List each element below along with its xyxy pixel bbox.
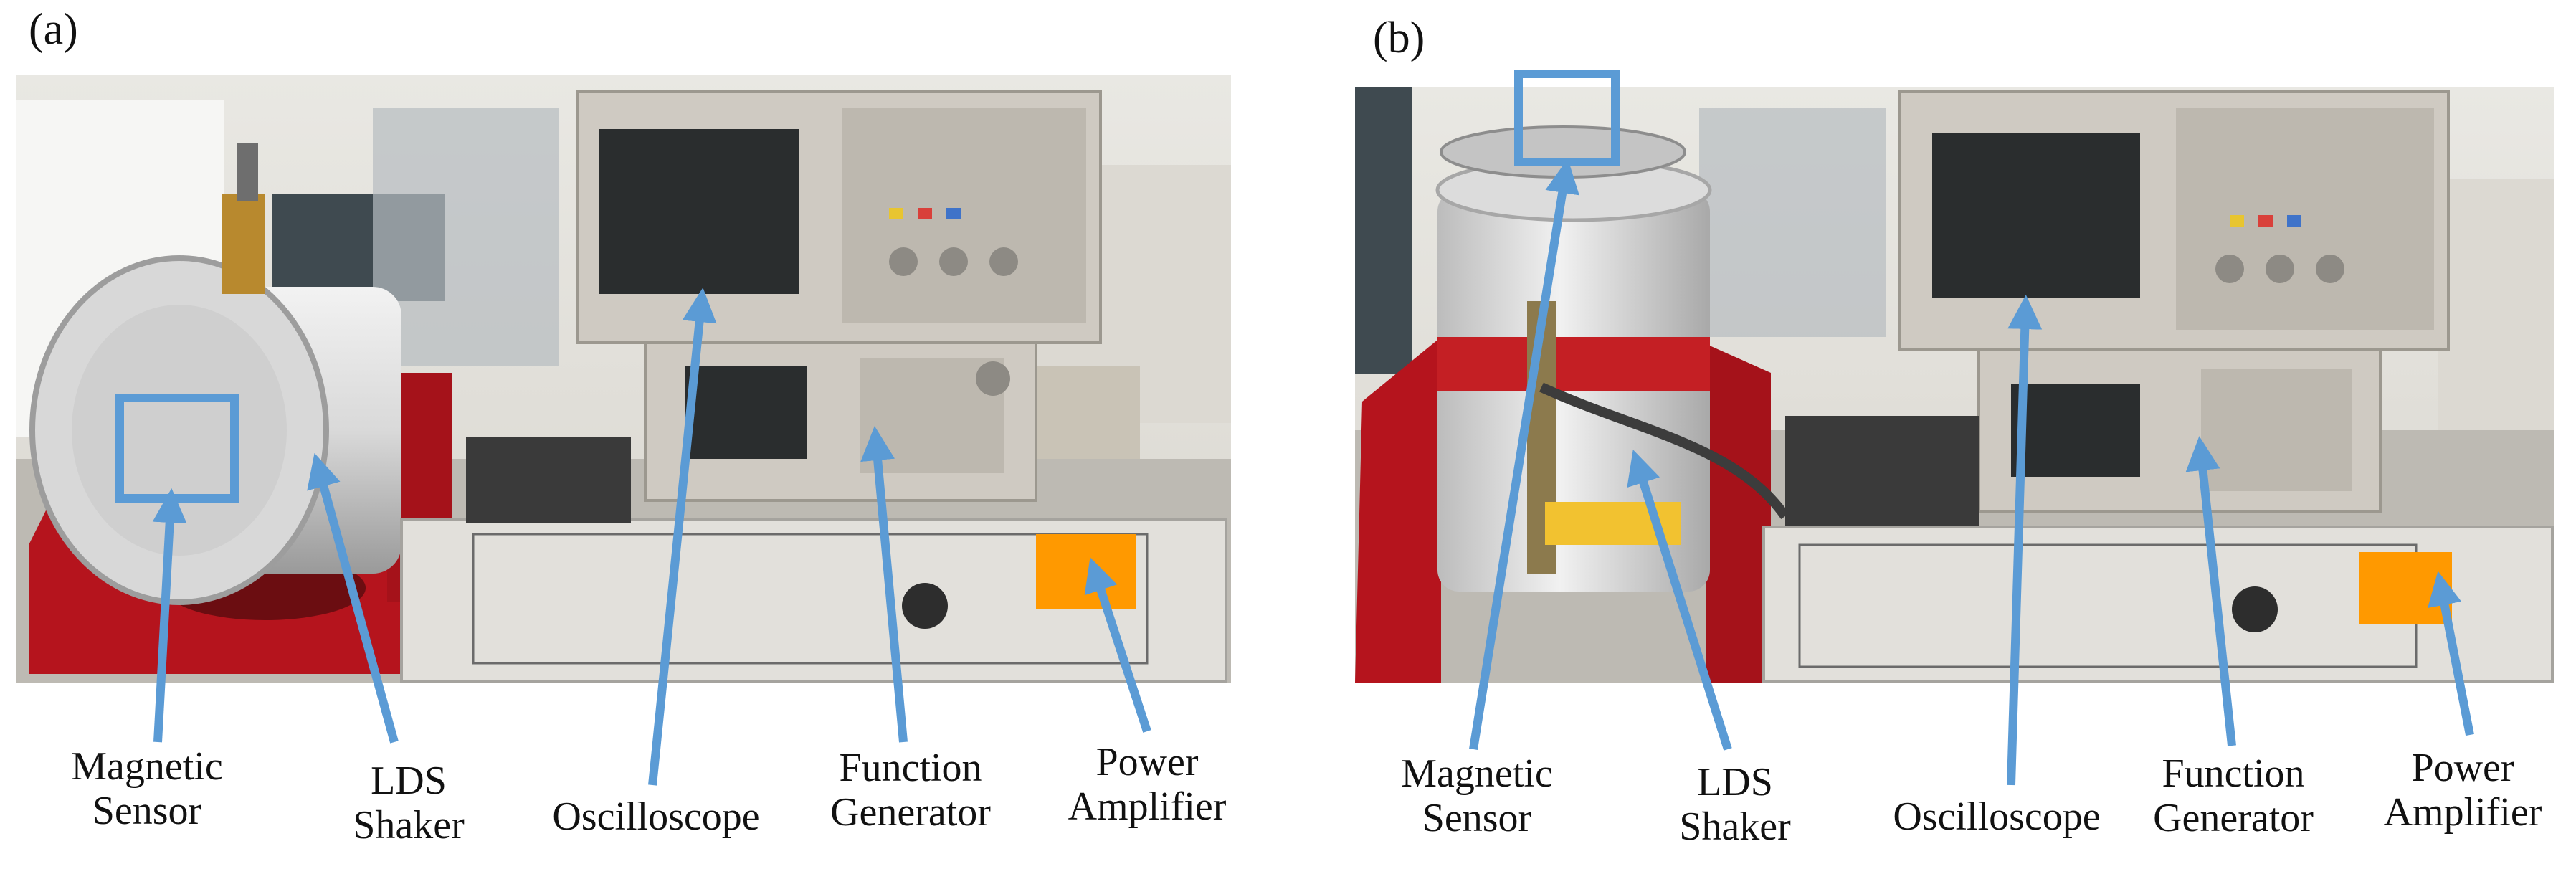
arrow-function-generator-b <box>2185 436 2236 746</box>
arrow-lds-shaker-b <box>1627 450 1732 751</box>
panel-a-letter: (a) <box>29 5 78 54</box>
label-oscilloscope-a: Oscilloscope <box>523 794 789 839</box>
panel-b-letter: (b) <box>1373 14 1425 62</box>
label-line: Power <box>1095 740 1199 784</box>
label-line: Sensor <box>92 789 202 833</box>
arrow-magnetic-sensor-b <box>1469 158 1579 750</box>
label-line: LDS <box>1697 760 1773 804</box>
arrow-oscilloscope-b <box>2007 295 2043 786</box>
label-line: Power <box>2411 746 2514 790</box>
label-line: Magnetic <box>71 744 223 789</box>
label-line: Shaker <box>1679 804 1791 849</box>
arrow-power-amplifier-a <box>1084 557 1151 733</box>
label-line: Magnetic <box>1401 751 1553 796</box>
label-line: Oscilloscope <box>552 794 760 839</box>
label-line: Function <box>2162 751 2305 796</box>
label-lds-shaker-a: LDS Shaker <box>315 759 502 847</box>
label-line: Function <box>839 746 982 790</box>
arrow-function-generator-a <box>860 426 908 743</box>
arrow-lds-shaker-a <box>307 452 399 744</box>
photo-a <box>16 75 1231 683</box>
label-magnetic-sensor-a: Magnetic Sensor <box>29 744 265 833</box>
label-line: Sensor <box>1422 796 1532 840</box>
label-power-amplifier-a: Power Amplifier <box>1043 740 1251 829</box>
label-line: Shaker <box>353 803 465 847</box>
arrow-oscilloscope-a <box>648 288 717 786</box>
label-function-generator-b: Function Generator <box>2119 751 2348 840</box>
label-line: Oscilloscope <box>1893 794 2101 839</box>
label-oscilloscope-b: Oscilloscope <box>1864 794 2129 839</box>
label-function-generator-a: Function Generator <box>796 746 1025 835</box>
label-magnetic-sensor-b: Magnetic Sensor <box>1359 751 1595 840</box>
label-line: Generator <box>830 790 991 835</box>
label-line: Amplifier <box>1068 784 1227 829</box>
label-line: LDS <box>371 759 447 803</box>
label-power-amplifier-b: Power Amplifier <box>2359 746 2567 835</box>
label-lds-shaker-b: LDS Shaker <box>1642 760 1828 849</box>
arrow-power-amplifier-b <box>2428 571 2474 736</box>
arrow-magnetic-sensor-a <box>152 488 187 743</box>
label-line: Amplifier <box>2383 790 2542 835</box>
label-line: Generator <box>2153 796 2314 840</box>
photo-b <box>1355 87 2554 683</box>
